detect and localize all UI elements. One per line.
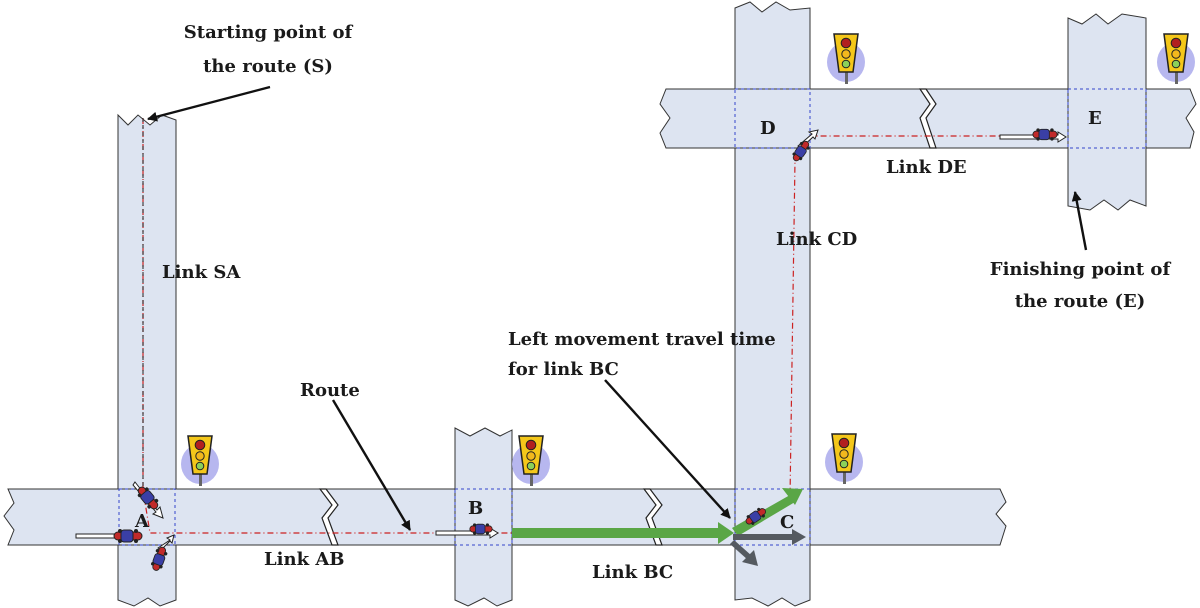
start-label-line1: Starting point of: [184, 22, 354, 43]
node-a-label: A: [134, 511, 150, 532]
link-bc-label: Link BC: [592, 562, 673, 583]
node-b-label: B: [468, 498, 483, 519]
intersection-c: [734, 488, 811, 546]
link-sa-label: Link SA: [162, 262, 241, 283]
pointer-lines: [147, 85, 1088, 531]
link-ab-label: Link AB: [264, 549, 345, 570]
finish-label-line1: Finishing point of: [990, 259, 1172, 280]
link-de-label: Link DE: [886, 157, 967, 178]
route-label: Route: [300, 380, 360, 401]
left-movement-label-line2: for link BC: [508, 359, 619, 380]
intersection-d: [734, 88, 811, 149]
link-cd-label: Link CD: [776, 229, 857, 250]
finish-label-line2: the route (E): [1015, 291, 1145, 312]
gray-movement-arrows: [730, 529, 806, 566]
intersection-b: [454, 488, 513, 546]
intersection-a: [118, 488, 176, 546]
node-d-label: D: [760, 118, 776, 139]
node-e-label: E: [1088, 108, 1102, 129]
start-label-line2: the route (S): [203, 56, 333, 77]
route-line: [142, 118, 1060, 534]
road-cd: [734, 1, 811, 607]
left-movement-label-line1: Left movement travel time: [508, 329, 776, 350]
node-c-label: C: [780, 512, 794, 533]
road-sa: [117, 113, 177, 607]
break-mark-icon: [318, 88, 937, 546]
intersection-e: [1067, 88, 1147, 149]
